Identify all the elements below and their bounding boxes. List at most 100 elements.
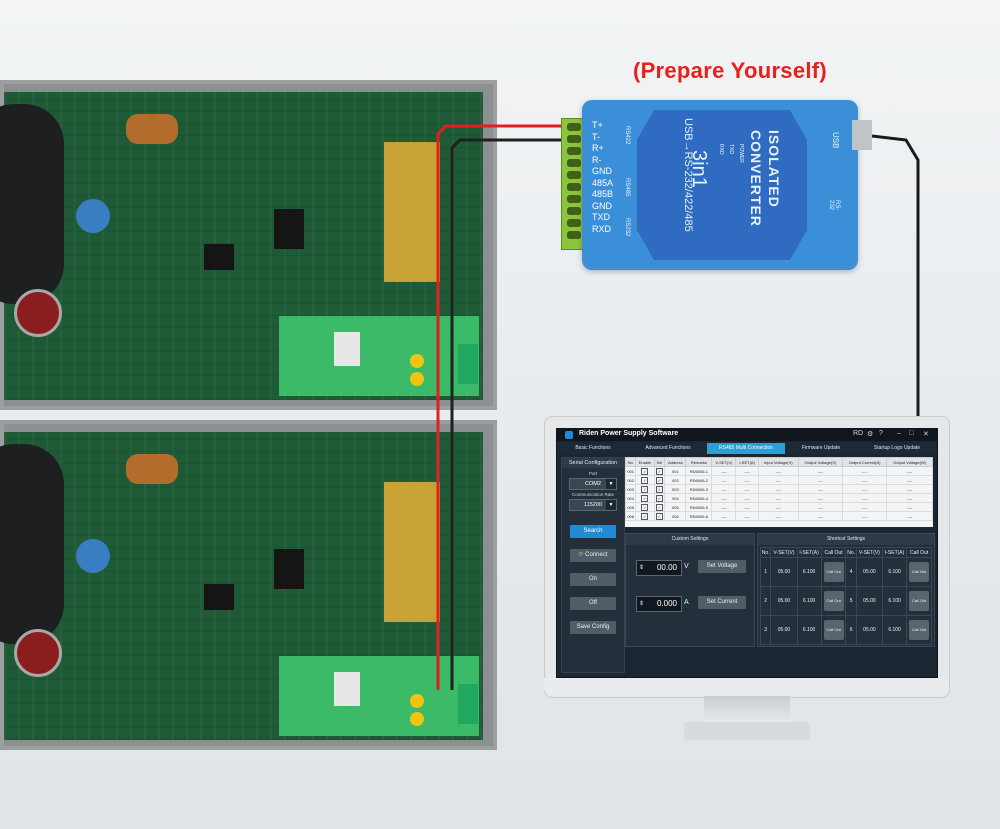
- comm-module: [279, 656, 479, 736]
- select-checkbox[interactable]: ✓: [653, 466, 666, 476]
- table-cell: 001: [624, 466, 637, 476]
- call-out-button[interactable]: Call Out: [909, 620, 930, 640]
- tab-advanced-functions[interactable]: Advanced Functions: [629, 443, 708, 454]
- column-header: Call Out: [820, 547, 847, 558]
- checkmark-icon: ✓: [641, 476, 649, 484]
- checkmark-icon: ✓: [641, 512, 649, 520]
- set-voltage-button[interactable]: Set Voltage: [698, 560, 746, 573]
- shortcut-settings-title: Shortcut Settings: [758, 534, 934, 545]
- rate-select[interactable]: 115200 ▼: [569, 499, 617, 511]
- refresh-icon: ⟳: [578, 552, 584, 558]
- checkmark-icon: ✓: [655, 512, 663, 520]
- select-checkbox[interactable]: ✓: [653, 511, 666, 521]
- table-cell: ----: [886, 466, 933, 476]
- serial-config-panel: Serial Configuration Port COM2 ▼ Communi…: [561, 457, 625, 673]
- select-checkbox[interactable]: ✓: [653, 493, 666, 503]
- save-config-button[interactable]: Save Config: [570, 621, 616, 634]
- off-button[interactable]: Off: [570, 597, 616, 610]
- voltage-spinbox[interactable]: ⇕00.00: [636, 560, 682, 576]
- port-select[interactable]: COM2 ▼: [569, 478, 617, 490]
- call-out-button[interactable]: Call Out: [823, 620, 844, 640]
- led-label-rxd: RXD: [718, 144, 724, 155]
- shortcut-cell: 6.100: [881, 557, 908, 587]
- enable-checkbox[interactable]: ✓: [635, 502, 655, 512]
- spin-arrows-icon[interactable]: ⇕: [639, 601, 645, 607]
- table-cell: ----: [757, 502, 799, 512]
- pin-label: R+: [592, 143, 604, 153]
- close-icon[interactable]: ✕: [923, 431, 929, 438]
- current-value: 0.000: [656, 599, 677, 608]
- column-header: Address: [664, 457, 687, 467]
- table-cell: ----: [735, 502, 759, 512]
- table-cell: RD6006-6: [685, 511, 713, 521]
- serial-config-header: Serial Configuration: [562, 458, 624, 468]
- shortcut-cell: 6: [845, 615, 857, 645]
- table-cell: ----: [711, 475, 737, 485]
- rd-icon[interactable]: RD: [853, 430, 864, 437]
- tab-rs485-multi-connection[interactable]: RS485 Multi Connection: [707, 443, 786, 454]
- table-cell: ----: [842, 475, 888, 485]
- help-icon[interactable]: ?: [879, 430, 883, 437]
- spin-arrows-icon[interactable]: ⇕: [639, 565, 645, 571]
- shortcut-cell: 6.100: [881, 615, 908, 645]
- shortcut-cell: 6.100: [796, 586, 822, 616]
- checkmark-icon: ✓: [655, 467, 663, 475]
- table-cell: ----: [735, 493, 759, 503]
- device-table: No. Enable Sel Address Remarks V-SET(V) …: [624, 457, 933, 527]
- tab-basic-functions[interactable]: Basic Functions: [557, 443, 630, 454]
- cooling-fan: [0, 104, 64, 304]
- table-cell: RD6006-2: [685, 475, 713, 485]
- converter-face: [637, 110, 807, 260]
- relay: [334, 332, 360, 366]
- search-button[interactable]: Search: [570, 525, 616, 538]
- checkmark-icon: ✓: [641, 494, 649, 502]
- select-checkbox[interactable]: ✓: [653, 484, 666, 494]
- table-cell: ----: [711, 466, 737, 476]
- column-header: Output Voltage(V): [797, 457, 844, 467]
- on-button[interactable]: On: [570, 573, 616, 586]
- call-out-button[interactable]: Call Out: [823, 591, 844, 611]
- chip: [274, 209, 304, 249]
- table-cell: 005: [664, 502, 687, 512]
- checkmark-icon: ✓: [655, 485, 663, 493]
- cooling-fan: [0, 444, 64, 644]
- shortcut-cell: 05.00: [855, 615, 884, 645]
- call-out-button[interactable]: Call Out: [909, 591, 930, 611]
- terminal-block: [458, 344, 478, 384]
- tab-firmware-update[interactable]: Firmware Update: [785, 443, 858, 454]
- minimize-icon[interactable]: –: [897, 430, 901, 437]
- select-checkbox[interactable]: ✓: [653, 502, 666, 512]
- set-current-button[interactable]: Set Current: [698, 596, 746, 609]
- enable-checkbox[interactable]: ✓: [635, 466, 655, 476]
- tab-startup-logo-update[interactable]: Startup Logo Update: [857, 443, 937, 454]
- maximize-icon[interactable]: □: [909, 430, 914, 437]
- enable-checkbox[interactable]: ✓: [635, 484, 655, 494]
- enable-checkbox[interactable]: ✓: [635, 493, 655, 503]
- connect-button[interactable]: ⟳ Connect: [570, 549, 616, 562]
- checkmark-icon: ✓: [655, 494, 663, 502]
- current-spinbox[interactable]: ⇕ 0.000: [636, 596, 682, 612]
- chevron-down-icon: ▼: [606, 479, 616, 489]
- column-header: Remarks: [685, 457, 713, 467]
- column-header: No.: [759, 547, 772, 558]
- checkmark-icon: ✓: [641, 503, 649, 511]
- call-out-button[interactable]: Call Out: [909, 562, 930, 582]
- call-out-cell: Call Out: [820, 586, 847, 616]
- shortcut-settings-panel: Shortcut Settings No. V-SET(V) I-SET(A) …: [757, 533, 935, 647]
- enable-checkbox[interactable]: ✓: [635, 475, 655, 485]
- table-cell: ----: [797, 475, 844, 485]
- select-checkbox[interactable]: ✓: [653, 475, 666, 485]
- black-wire: [450, 138, 568, 690]
- call-out-button[interactable]: Call Out: [823, 562, 844, 582]
- table-cell: ----: [711, 484, 737, 494]
- column-header: I-SET(A): [796, 547, 822, 558]
- checkmark-icon: ✓: [655, 503, 663, 511]
- enable-checkbox[interactable]: ✓: [635, 511, 655, 521]
- settings-icon[interactable]: ⚙: [867, 431, 874, 438]
